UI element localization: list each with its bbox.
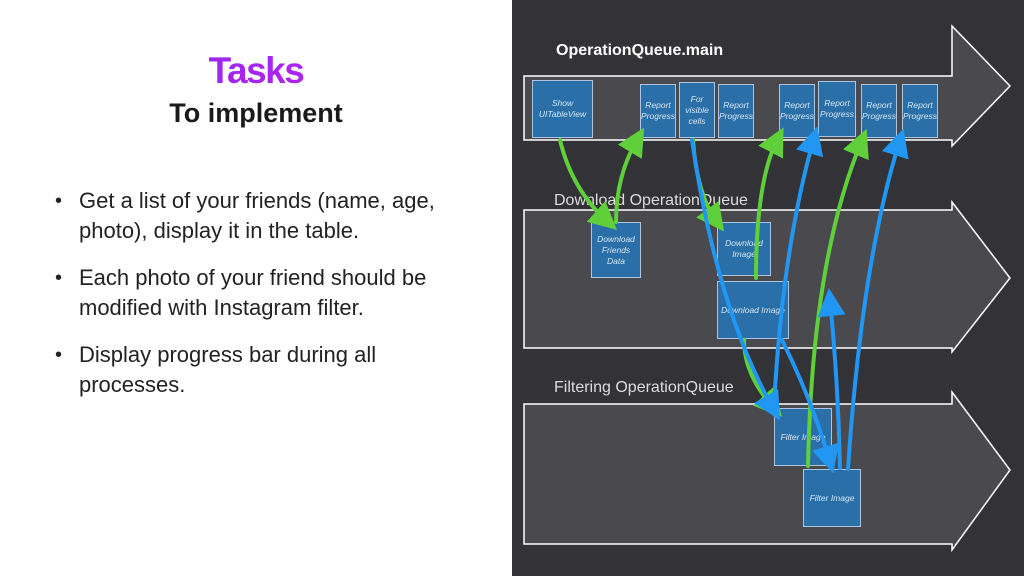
bullet-text: Display progress bar during all processe… — [79, 342, 377, 397]
bullet-item: • Get a list of your friends (name, age, … — [55, 186, 475, 246]
main-lane-label: OperationQueue.main — [556, 42, 724, 59]
bullet-dot-icon: • — [55, 190, 63, 212]
blue-arrow — [846, 128, 909, 471]
task-filter-image: Filter Image — [803, 469, 861, 527]
slide-title: Tasks — [0, 50, 512, 92]
bullet-list: • Get a list of your friends (name, age, … — [55, 186, 475, 417]
slide-subtitle: To implement — [169, 98, 343, 128]
bullet-dot-icon: • — [55, 267, 63, 289]
filtering-lane-label: Filtering OperationQueue — [554, 379, 734, 396]
task-for-visible-cells: For visible cells — [679, 82, 715, 138]
slide-text-panel: Tasks To implement • Get a list of your f… — [0, 50, 512, 417]
task-report-progress: Report Progress — [640, 84, 676, 138]
task-download-friends: Download Friends Data — [591, 222, 641, 278]
dependency-arrows-svg — [558, 126, 909, 474]
bullet-text: Each photo of your friend should be modi… — [79, 265, 427, 320]
task-report-progress: Report Progress — [718, 84, 754, 138]
blue-arrow — [690, 138, 780, 421]
bullet-text: Get a list of your friends (name, age, p… — [79, 188, 435, 243]
download-lane-arrow — [523, 199, 1011, 355]
bullet-item: • Display progress bar during all process… — [55, 340, 475, 400]
task-show-tableview: Show UITableView — [532, 80, 593, 138]
bullet-item: • Each photo of your friend should be mod… — [55, 263, 475, 323]
green-arrow — [614, 127, 645, 224]
green-arrow — [558, 138, 617, 230]
queue-diagram: OperationQueue.main Download OperationQu… — [512, 0, 1024, 576]
blue-arrow — [772, 126, 824, 410]
bullet-dot-icon: • — [55, 344, 63, 366]
green-arrow — [806, 128, 869, 468]
green-arrow — [754, 127, 784, 280]
blue-arrow — [780, 338, 839, 474]
blue-arrow — [817, 288, 846, 470]
filtering-lane-arrow — [523, 389, 1011, 553]
task-report-progress: Report Progress — [818, 81, 856, 137]
task-download-image: Download Image — [717, 222, 771, 276]
